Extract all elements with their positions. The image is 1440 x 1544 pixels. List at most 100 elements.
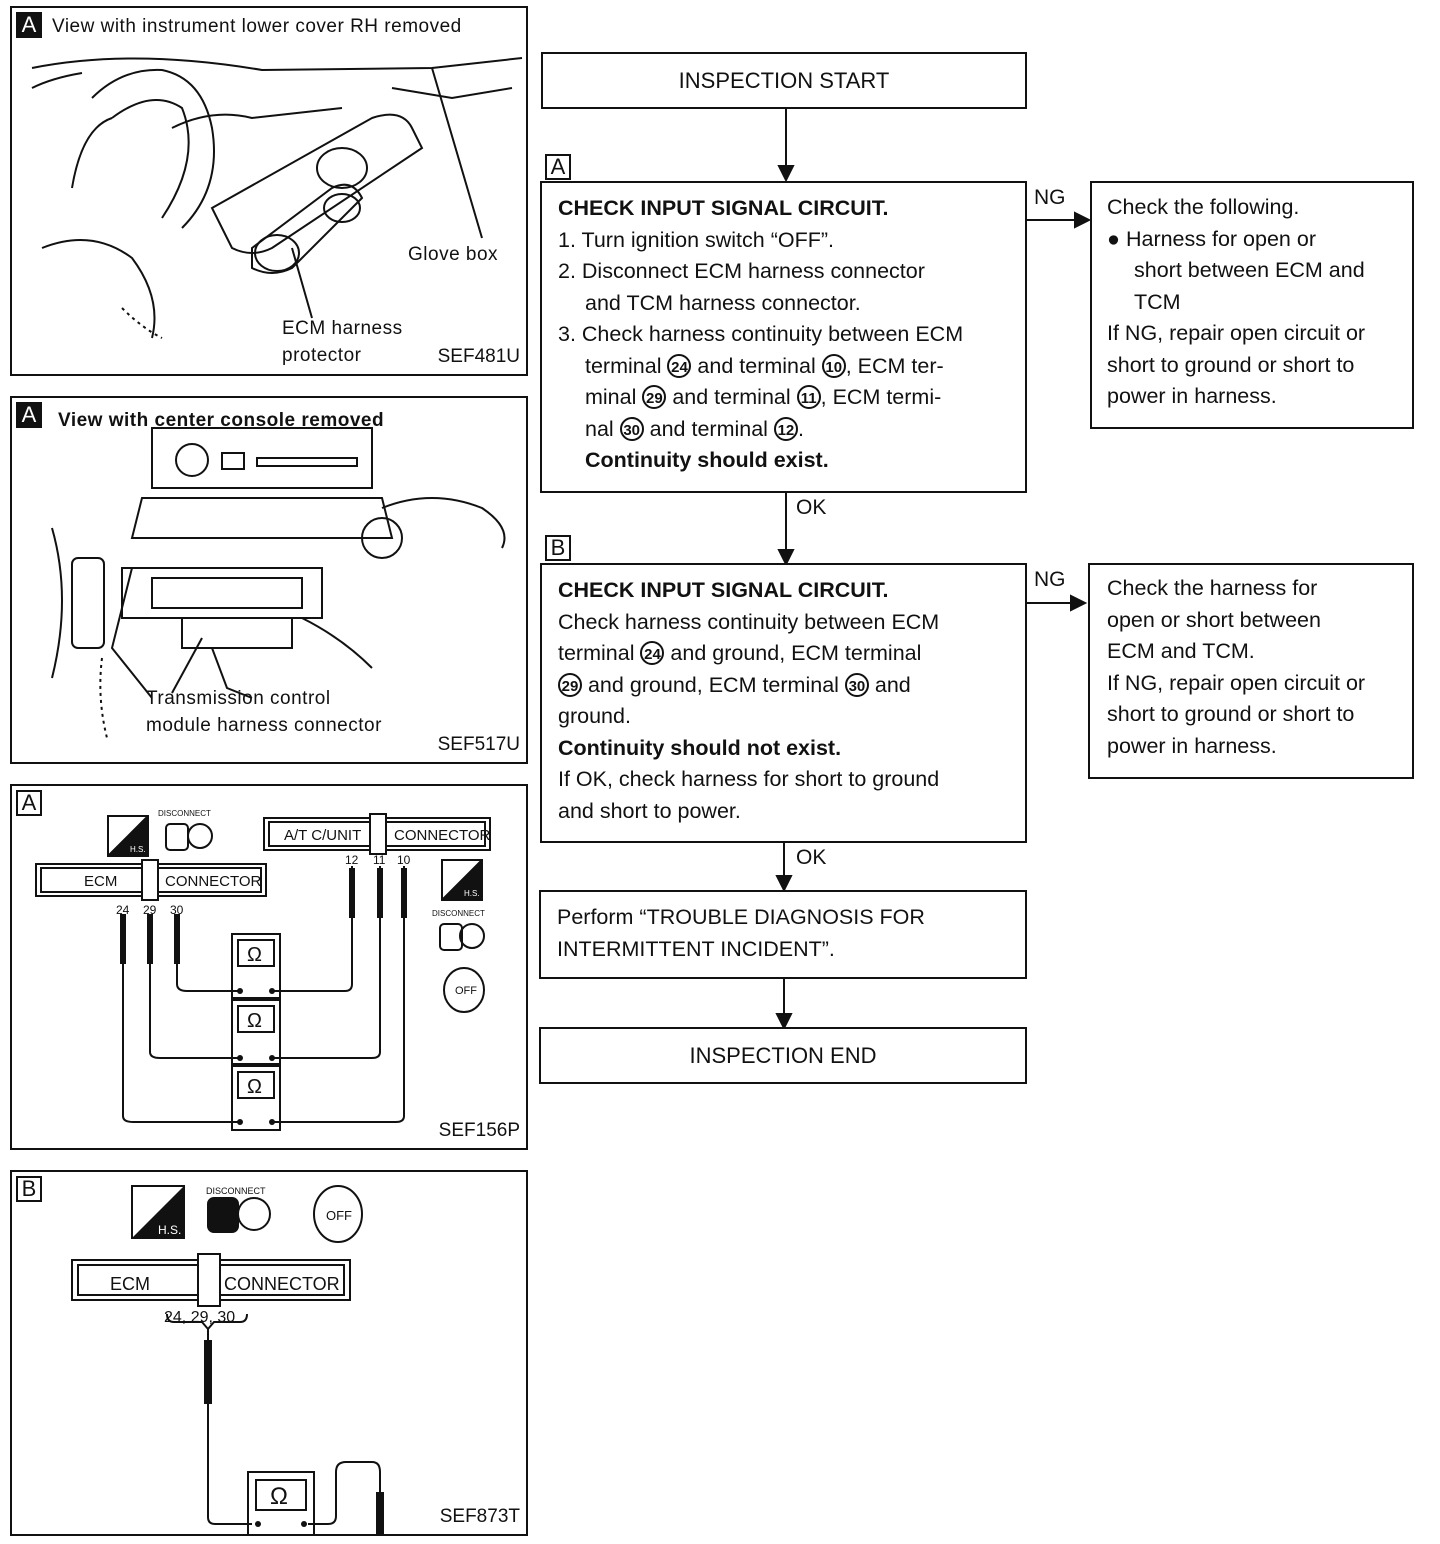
text: . (797, 416, 804, 441)
perform-content: Perform “TROUBLE DIAGNOSIS FOR INTERMITT… (557, 902, 925, 965)
step-b-title: CHECK INPUT SIGNAL CIRCUIT. (558, 578, 889, 602)
step-b-line: Check harness continuity between ECM (558, 609, 940, 634)
ng-label-a: NG (1034, 186, 1066, 209)
illustration-panel-instrument-cover: A View with instrument lower cover RH re… (10, 6, 528, 376)
step-a-line: terminal 24 and terminal 10, ECM ter- (558, 351, 963, 383)
continuity-wiring-diagram: ECM CONNECTOR A/T C/UNIT CONNECTOR 24 29… (35, 809, 491, 1131)
ecm-harness-label: ECM harness (282, 318, 403, 339)
panel-caption: View with center console removed (58, 410, 385, 431)
terminal-number: 30 (844, 672, 869, 697)
ohm-meter-icon: Ω (247, 944, 262, 966)
step-a-tag: A (545, 154, 571, 180)
figure-code: SEF156P (438, 1120, 520, 1141)
ng-b-line: short to ground or short to (1107, 702, 1355, 726)
inspection-end-label: INSPECTION END (689, 1042, 877, 1068)
pin-label: 24 (116, 903, 130, 917)
step-a-result: Continuity should exist. (585, 448, 829, 472)
pin-label: 24, 29, 30 (164, 1309, 235, 1326)
panel-tag: A (16, 12, 42, 38)
text: terminal (558, 641, 641, 665)
disconnect-icon: DISCONNECT (158, 809, 211, 818)
ecm-connector-label: ECM (110, 1274, 150, 1294)
hs-icon: H.S. (158, 1223, 181, 1237)
hs-icon: H.S. (130, 845, 146, 854)
step-a-line: 2. Disconnect ECM harness connector (558, 259, 925, 283)
step-a-line: and TCM harness connector. (585, 290, 861, 315)
ng-a-line: short between ECM and (1134, 258, 1365, 282)
ng-a-box: Check the following. ● Harness for open … (1090, 181, 1414, 429)
connector-label: CONNECTOR (394, 827, 491, 844)
tcm-connector-label-2: module harness connector (146, 715, 382, 736)
inspection-end-box: INSPECTION END (539, 1027, 1027, 1084)
ng-b-line: power in harness. (1107, 733, 1277, 758)
at-cunit-label: A/T C/UNIT (284, 827, 361, 844)
ng-b-content: Check the harness for open or short betw… (1107, 573, 1365, 762)
text: terminal (585, 353, 668, 378)
ng-a-line: short to ground or short to (1107, 352, 1355, 377)
step-b-line: terminal 24 and ground, ECM terminal (558, 638, 939, 670)
text: and terminal (666, 385, 797, 409)
pin-label: 10 (397, 853, 411, 867)
text: , ECM termi- (820, 385, 942, 409)
ng-label-b: NG (1034, 568, 1066, 591)
panel-tag: A (16, 402, 42, 428)
step-b-box: CHECK INPUT SIGNAL CIRCUIT. Check harnes… (540, 563, 1027, 843)
ignition-off-icon: OFF (326, 1208, 352, 1223)
ng-b-box: Check the harness for open or short betw… (1088, 563, 1414, 779)
ng-a-line: Check the following. (1107, 195, 1300, 219)
text: , ECM ter- (845, 353, 944, 378)
pin-label: 30 (170, 903, 184, 917)
step-b-tag: B (545, 535, 571, 561)
wiring-panel-ecm-ground: ECM CONNECTOR 24, 29, 30 Ω DISCONNECT H.… (10, 1170, 528, 1536)
inspection-start-label: INSPECTION START (678, 67, 890, 93)
ng-a-line: ● Harness for open or (1107, 226, 1316, 251)
text: and (868, 672, 911, 697)
terminal-number: 29 (642, 385, 667, 409)
ohm-meter-icon: Ω (247, 1076, 262, 1098)
illustration-panel-center-console: A View with center console removed Trans… (10, 396, 528, 764)
terminal-number: 10 (821, 353, 846, 378)
inspection-start-box: INSPECTION START (541, 52, 1027, 109)
step-b-content: CHECK INPUT SIGNAL CIRCUIT. Check harnes… (558, 575, 939, 827)
ignition-off-icon: OFF (455, 985, 477, 997)
figure-code: SEF481U (437, 346, 520, 367)
glove-box-label: Glove box (408, 244, 499, 265)
terminal-number: 24 (640, 641, 665, 665)
panel-tag: A (16, 790, 42, 816)
panel-tag: B (16, 1176, 42, 1202)
ng-b-line: If NG, repair open circuit or (1107, 670, 1366, 695)
step-b-line: If OK, check harness for short to ground (558, 767, 940, 791)
figure-code: SEF517U (437, 734, 520, 755)
text: and ground, ECM terminal (582, 672, 845, 697)
hs-icon: H.S. (464, 889, 480, 898)
ng-b-line: open or short between (1107, 607, 1321, 632)
ecm-connector-label: ECM (84, 873, 117, 890)
pin-label: 12 (345, 853, 359, 867)
ng-a-line: TCM (1134, 289, 1181, 314)
perform-line: INTERMITTENT INCIDENT”. (557, 936, 835, 961)
text: minal (585, 385, 643, 409)
tcm-connector-label-1: Transmission control (146, 688, 331, 709)
ohm-meter-icon: Ω (247, 1010, 262, 1032)
ok-label-1: OK (796, 496, 827, 519)
step-b-line: and short to power. (558, 798, 741, 823)
terminal-number: 11 (796, 385, 821, 409)
disconnect-icon: DISCONNECT (432, 909, 485, 918)
console-illustration (51, 427, 506, 739)
ng-b-line: Check the harness for (1107, 576, 1318, 600)
terminal-number: 12 (773, 416, 798, 441)
ground-continuity-diagram: ECM CONNECTOR 24, 29, 30 Ω DISCONNECT H.… (71, 1185, 384, 1534)
step-a-line: 1. Turn ignition switch “OFF”. (558, 227, 834, 252)
protector-label: protector (282, 345, 362, 366)
terminal-number: 29 (558, 672, 582, 697)
perform-box: Perform “TROUBLE DIAGNOSIS FOR INTERMITT… (539, 890, 1027, 979)
step-b-line: 29 and ground, ECM terminal 30 and (558, 670, 939, 702)
step-b-result: Continuity should not exist. (558, 735, 842, 760)
text: and terminal (643, 416, 774, 441)
panel-caption: View with instrument lower cover RH remo… (52, 16, 462, 37)
step-a-content: CHECK INPUT SIGNAL CIRCUIT. 1. Turn igni… (558, 193, 963, 477)
ng-b-line: ECM and TCM. (1107, 639, 1255, 663)
step-a-line: nal 30 and terminal 12. (558, 414, 963, 446)
dashboard-illustration (31, 57, 523, 339)
connector-label: CONNECTOR (224, 1274, 340, 1294)
